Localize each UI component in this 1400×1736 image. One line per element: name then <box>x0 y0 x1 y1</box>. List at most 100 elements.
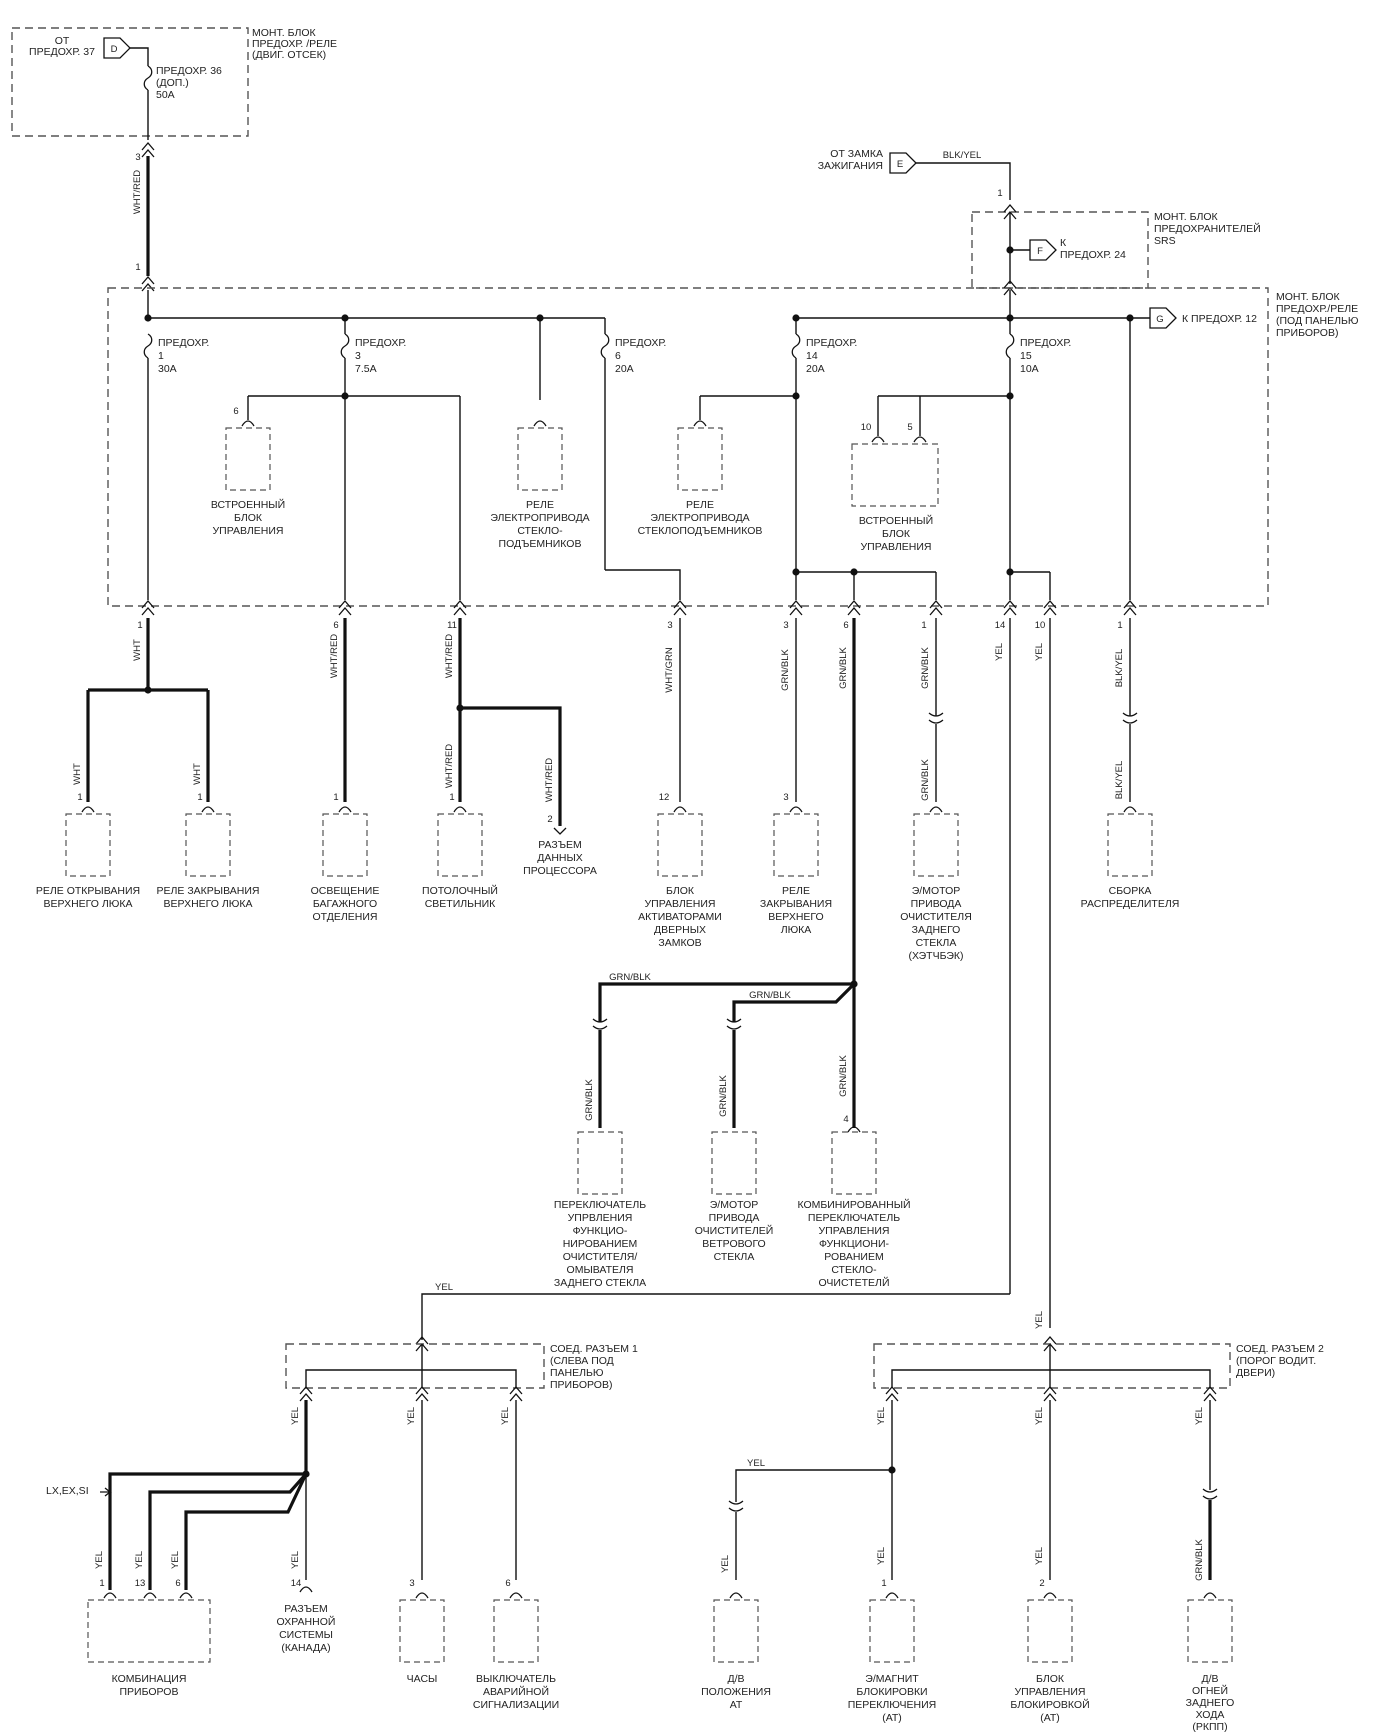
fuse-36-label: ПРЕДОХР. 36 <box>156 65 222 77</box>
hazard-switch-label: АВАРИЙНОЙ <box>483 1685 549 1698</box>
engine-fuse-box-label: ПРЕДОХР. /РЕЛЕ <box>252 38 337 50</box>
pin-label: 3 <box>783 620 788 631</box>
pin-label: 2 <box>547 814 552 825</box>
pin-bracket-icon <box>241 420 255 427</box>
junction2-label: (ПОРОГ ВОДИТ. <box>1236 1355 1316 1367</box>
connector-icon <box>847 600 861 616</box>
connector-icon <box>299 1386 313 1402</box>
engine-fuse-box-label: (ДВИГ. ОТСЕК) <box>252 49 326 61</box>
rear-wiper-motor-label: Э/МОТОР <box>912 885 961 897</box>
reverse-light-switch-label: ХОДА <box>1196 1709 1225 1721</box>
pin-label: 1 <box>99 1578 104 1589</box>
connector-icon <box>415 1386 429 1402</box>
door-lock-unit-label: ЗАМКОВ <box>658 937 701 949</box>
data-link-label: ПРОЦЕССОРА <box>523 865 597 877</box>
pin-bracket-icon <box>299 1586 313 1593</box>
connector-tag-e <box>889 152 917 174</box>
wire-segment <box>605 569 681 600</box>
pin-label: 14 <box>291 1578 302 1589</box>
pin-label: 1 <box>449 792 454 803</box>
connector-tag-g-letter: G <box>1156 314 1163 325</box>
wire-color-label: YEL <box>994 643 1005 661</box>
rear-wiper-motor-label: (ХЭТЧБЭК) <box>908 950 963 962</box>
wire-segment <box>732 982 856 1022</box>
engine-fuse-box-label: МОНТ. БЛОК <box>252 27 317 39</box>
wire-color-label: YEL <box>1034 1311 1045 1329</box>
wire-color-label: BLK/YEL <box>943 150 982 161</box>
combo-switch-label: ПЕРЕКЛЮЧАТЕЛЬ <box>808 1212 900 1224</box>
pin-label: 12 <box>659 792 670 803</box>
splice-dot <box>144 314 152 322</box>
front-wiper-motor-label: ОЧИСТИТЕЛЕЙ <box>695 1224 774 1237</box>
window-relay-right-label: ЭЛЕКТРОПРИВОДА <box>650 512 749 524</box>
rear-wiper-switch-label: ФУНКЦИО- <box>573 1225 628 1237</box>
pin-label: 1 <box>197 792 202 803</box>
reverse-light-switch-label: ЗАДНЕГО <box>1186 1697 1235 1709</box>
rear-wiper-motor <box>913 813 959 877</box>
junction-1 <box>285 1343 545 1389</box>
wire-segment <box>148 1472 308 1590</box>
wire-color-label: YEL <box>1034 1407 1045 1425</box>
inline-connector-icon <box>728 1500 744 1512</box>
srs-box-label: ПРЕДОХРАНИТЕЛЕЙ <box>1154 222 1261 235</box>
window-relay-right <box>677 427 723 491</box>
connector-icon <box>141 142 155 158</box>
pin-label: 1 <box>997 188 1002 199</box>
shift-lock-solenoid-label: ПЕРЕКЛЮЧЕНИЯ <box>848 1699 937 1711</box>
fuse-15-label: 15 <box>1020 350 1032 362</box>
wire-color-label: YEL <box>290 1407 301 1425</box>
connector-icon <box>1203 1386 1217 1402</box>
pin-bracket-icon <box>81 806 95 813</box>
connector-tag-d <box>103 37 131 59</box>
fuse-1-label: 1 <box>158 350 164 362</box>
front-wiper-motor-label: Э/МОТОР <box>710 1199 759 1211</box>
pin-bracket-icon <box>885 1592 899 1599</box>
window-relay-right-label: СТЕКЛОПОДЪЕМНИКОВ <box>638 525 763 537</box>
wire-color-label: GRN/BLK <box>838 1054 849 1096</box>
pin-label: 1 <box>333 792 338 803</box>
junction-2 <box>873 1343 1231 1389</box>
combo-switch <box>831 1131 877 1195</box>
pin-label: 3 <box>135 152 140 163</box>
srs-box-label: МОНТ. БЛОК <box>1154 211 1219 223</box>
wire-color-label: GRN/BLK <box>718 1074 729 1116</box>
wire-color-label: WHT <box>192 763 203 785</box>
wire-color-label: WHT/RED <box>444 744 455 788</box>
pin-bracket-icon <box>201 806 215 813</box>
window-relay-left <box>517 427 563 491</box>
window-relay-right-label: РЕЛЕ <box>686 499 714 511</box>
pin-bracket-icon <box>509 1592 523 1599</box>
wire-color-label: GRN/BLK <box>1194 1538 1205 1580</box>
control-unit-left <box>225 427 271 491</box>
fuse-icon <box>1005 333 1015 359</box>
rear-wiper-switch-label: ПЕРЕКЛЮЧАТЕЛЬ <box>554 1199 646 1211</box>
wire-color-label: WHT <box>132 639 143 661</box>
control-unit-left-label: УПРАВЛЕНИЯ <box>212 525 283 537</box>
shift-lock-solenoid-label: (АТ) <box>882 1712 902 1724</box>
combo-switch-label: ФУНКЦИОНИ- <box>819 1238 889 1250</box>
dash-box-label: МОНТ. БЛОК <box>1276 291 1341 303</box>
splice-dot <box>1006 568 1014 576</box>
window-relay-left-label: ПОДЪЕМНИКОВ <box>499 538 582 550</box>
sunroof-close-label: ВЕРХНЕГО ЛЮКА <box>164 898 253 910</box>
wire-color-label: YEL <box>170 1551 181 1569</box>
pin-label: 1 <box>137 620 142 631</box>
wire-color-label: WHT/RED <box>444 634 455 678</box>
connector-icon <box>673 600 687 616</box>
pin-label: 4 <box>843 1114 848 1125</box>
rear-wiper-switch-label: НИРОВАНИЕМ <box>563 1238 638 1250</box>
trunk-light <box>322 813 368 877</box>
rear-wiper-motor-label: ПРИВОДА <box>911 898 962 910</box>
fuse-6-label: ПРЕДОХР. <box>615 337 666 349</box>
connector-icon <box>453 600 467 616</box>
combo-switch-label: УПРАВЛЕНИЯ <box>818 1225 889 1237</box>
wire-segment <box>891 1369 1211 1388</box>
wire-segment <box>460 706 562 826</box>
pin-bracket-icon <box>1043 1592 1057 1599</box>
door-lock-unit-label: БЛОК <box>666 885 695 897</box>
combo-switch-label: РОВАНИЕМ <box>824 1251 883 1263</box>
combo-switch-label: КОМБИНИРОВАННЫЙ <box>797 1198 910 1211</box>
wire-color-label: YEL <box>435 1282 453 1293</box>
wire-color-label: YEL <box>1034 1547 1045 1565</box>
